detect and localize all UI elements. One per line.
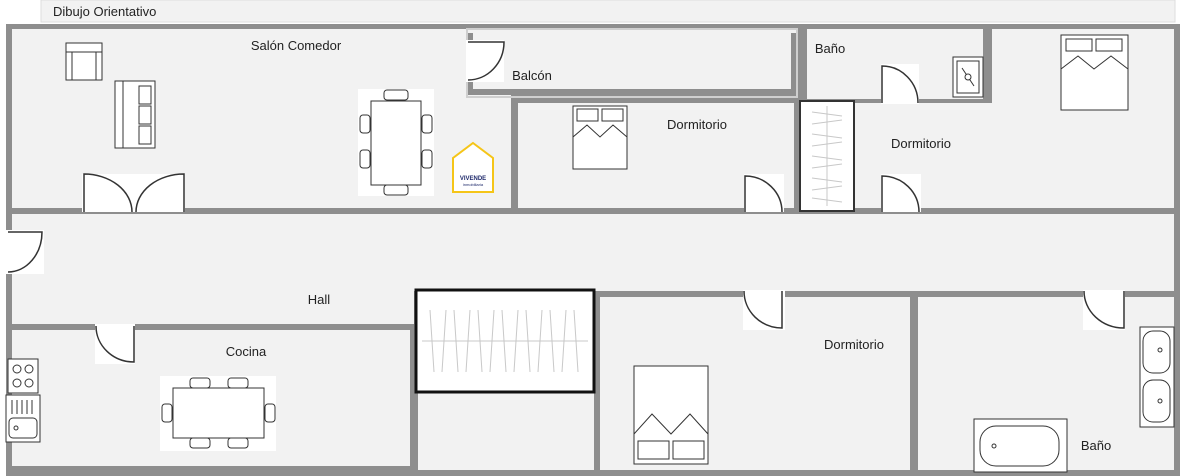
room-label-balcon: Balcón [512, 68, 552, 83]
door-swing-icon [95, 324, 135, 364]
wardrobe-hall [414, 288, 596, 394]
door-swing-icon [466, 40, 505, 82]
bathtub-icon [973, 418, 1068, 473]
armchair-icon [65, 42, 103, 81]
room-label-dormitorio-2: Dormitorio [891, 136, 951, 151]
wardrobe-top [799, 100, 855, 212]
room-label-salon: Salón Comedor [251, 38, 342, 53]
vivende-logo: VIVENDE inmobiliaria [452, 141, 494, 193]
salon-balcony-gap [467, 29, 797, 33]
doors [6, 40, 1125, 364]
door-swing-icon [82, 173, 185, 213]
shower-icon [952, 56, 984, 98]
room-label-cocina: Cocina [226, 344, 267, 359]
balcon-floor [473, 33, 791, 89]
room-label-bano-top: Baño [815, 41, 845, 56]
sink-icon [5, 394, 41, 443]
door-swing-icon [744, 174, 784, 213]
stove-icon [7, 358, 39, 394]
door-swing-icon [6, 230, 44, 274]
sofa-icon [114, 80, 156, 149]
hall-floor [12, 214, 1174, 291]
room-label-dormitorio-3: Dormitorio [824, 337, 884, 352]
sink-icon [1139, 326, 1175, 428]
room-label-dormitorio-1: Dormitorio [667, 117, 727, 132]
plan-title: Dibujo Orientativo [53, 4, 156, 19]
dining-table-icon [358, 89, 434, 196]
bed-icon [1060, 34, 1129, 111]
door-swing-icon [881, 174, 921, 213]
hall-floor-2 [12, 291, 414, 324]
title-bar [40, 0, 1176, 23]
door-swing-icon [743, 290, 785, 330]
logo-tagline: inmobiliaria [463, 182, 484, 187]
dining-table-icon [160, 376, 276, 451]
room-label-hall: Hall [308, 292, 331, 307]
bed-icon [633, 365, 709, 465]
room-label-bano-bottom: Baño [1081, 438, 1111, 453]
logo-name: VIVENDE [460, 176, 486, 182]
room-labels: Salón Comedor Balcón Baño Dormitorio Dor… [226, 38, 1111, 453]
door-swing-icon [881, 64, 919, 104]
door-swing-icon [1083, 290, 1125, 330]
bed-icon [572, 105, 628, 170]
hall-floor-3 [418, 393, 594, 470]
